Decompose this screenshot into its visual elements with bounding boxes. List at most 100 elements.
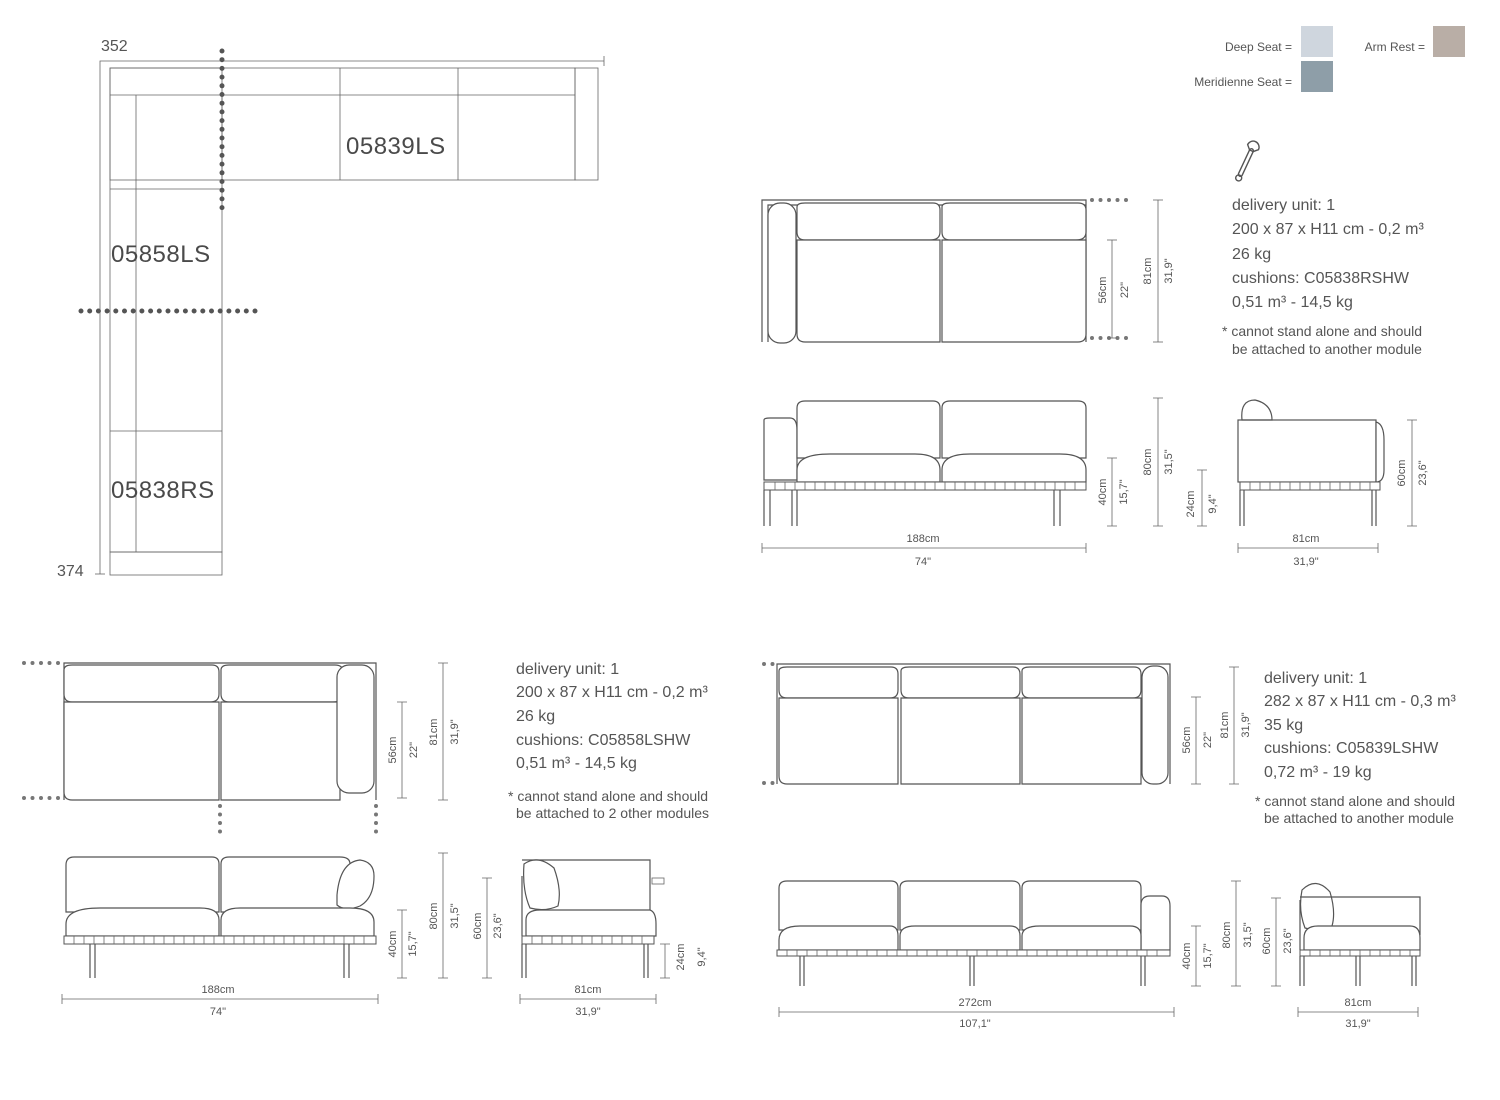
top-view-05839ls: 56cm 22" 81cm 31,9": [762, 662, 1252, 785]
dim-label: 81cm: [1293, 533, 1320, 545]
dim-label: 31,9": [575, 1006, 600, 1018]
note-line: * cannot stand alone and should: [508, 788, 708, 804]
spec-line: delivery unit: 1: [516, 661, 619, 678]
dim-label: 81cm: [1219, 712, 1231, 739]
dim-label: 56cm: [1097, 277, 1109, 304]
plan-arm-rest-bottom: [109, 551, 223, 576]
dim-label: 80cm: [1142, 449, 1154, 476]
dim-label: 80cm: [1221, 922, 1233, 949]
plan-module-code-middle: 05858LS: [111, 241, 211, 268]
wrench-icon: [1235, 140, 1260, 182]
legend-deep-seat-swatch: [1301, 26, 1333, 57]
dim-label: 60cm: [472, 913, 484, 940]
dim-label: 81cm: [575, 984, 602, 996]
spec-line: 35 kg: [1264, 717, 1303, 734]
spec-line: cushions: C05838RSHW: [1232, 270, 1410, 287]
dim-label: 81cm: [1345, 997, 1372, 1009]
front-view-05838rs: 40cm 15,7" 80cm 31,5" 24cm 9,4" 188cm 74…: [761, 397, 1219, 568]
dim-label: 23,6": [1282, 928, 1294, 953]
dim-label: 22": [1119, 282, 1131, 298]
dim-label: 22": [1202, 732, 1214, 748]
dim-label: 15,7": [1118, 479, 1130, 504]
spec-line: 0,51 m³ - 14,5 kg: [516, 755, 637, 772]
dim-label: 74": [915, 556, 931, 568]
spec-line: 200 x 87 x H11 cm - 0,2 m³: [516, 684, 708, 701]
note-line: be attached to another module: [1232, 341, 1422, 357]
dim-label: 107,1": [959, 1018, 991, 1030]
dim-label: 40cm: [387, 931, 399, 958]
note-line: * cannot stand alone and should: [1255, 793, 1455, 809]
dim-label: 31,9": [1293, 556, 1318, 568]
dim-label: 23,6": [492, 913, 504, 938]
side-view-05858ls: 24cm 9,4" 81cm 31,9": [519, 859, 708, 1018]
note-line: be attached to 2 other modules: [516, 805, 709, 821]
plan-view: 352 374 05839LS 05858LS 05838RS: [57, 38, 605, 580]
dim-label: 272cm: [958, 997, 991, 1009]
dim-label: 74": [210, 1006, 226, 1018]
dim-label: 24cm: [675, 944, 687, 971]
plan-module-code-top: 05839LS: [346, 133, 446, 160]
spec-line: delivery unit: 1: [1232, 197, 1335, 214]
plan-module-code-bottom: 05838RS: [111, 477, 215, 504]
side-view-05839ls: 81cm 31,9": [1297, 882, 1421, 1030]
plan-depth-label: 374: [57, 563, 84, 580]
dim-label: 40cm: [1097, 479, 1109, 506]
legend-arm-rest-swatch: [1433, 26, 1465, 57]
dim-label: 81cm: [1142, 258, 1154, 285]
dim-label: 9,4": [696, 947, 708, 966]
spec-line: cushions: C05858LSHW: [516, 732, 691, 749]
spec-line: 200 x 87 x H11 cm - 0,2 m³: [1232, 221, 1424, 238]
top-view-05838rs: 56cm 22" 81cm 31,9": [761, 198, 1175, 344]
legend-arm-rest-label: Arm Rest =: [1365, 40, 1425, 54]
dim-label: 81cm: [428, 719, 440, 746]
module-05858ls: delivery unit: 1 200 x 87 x H11 cm - 0,2…: [22, 661, 709, 1018]
spec-line: 0,51 m³ - 14,5 kg: [1232, 294, 1353, 311]
plan-arm-rest-right: [574, 67, 599, 181]
spec-line: 282 x 87 x H11 cm - 0,3 m³: [1264, 693, 1456, 710]
spec-block-05839ls: delivery unit: 1 282 x 87 x H11 cm - 0,3…: [1255, 670, 1456, 826]
dim-label: 15,7": [407, 931, 419, 956]
spec-line: delivery unit: 1: [1264, 670, 1367, 687]
plan-width-label: 352: [101, 38, 128, 55]
dim-label: 31,9": [1345, 1018, 1370, 1030]
dim-label: 40cm: [1181, 943, 1193, 970]
dim-label: 31,5": [1163, 449, 1175, 474]
spec-line: cushions: C05839LSHW: [1264, 740, 1439, 757]
dim-label: 31,9": [449, 719, 461, 744]
module-05839ls: delivery unit: 1 282 x 87 x H11 cm - 0,3…: [762, 662, 1456, 1030]
dim-label: 80cm: [428, 903, 440, 930]
spec-line: 26 kg: [516, 708, 555, 725]
dim-label: 31,9": [1163, 258, 1175, 283]
dim-label: 22": [408, 742, 420, 758]
legend-deep-seat-label: Deep Seat =: [1225, 40, 1292, 54]
note-line: * cannot stand alone and should: [1222, 323, 1422, 339]
legend-meridienne-seat-label: Meridienne Seat =: [1194, 75, 1292, 89]
plan-top-module: [109, 67, 576, 181]
dim-label: 31,5": [449, 903, 461, 928]
note-line: be attached to another module: [1264, 810, 1454, 826]
dim-label: 15,7": [1202, 943, 1214, 968]
spec-block-05838rs: delivery unit: 1 200 x 87 x H11 cm - 0,2…: [1222, 197, 1424, 357]
spec-block-05858ls: delivery unit: 1 200 x 87 x H11 cm - 0,2…: [508, 661, 709, 821]
dim-label: 60cm: [1261, 928, 1273, 955]
module-05838rs: delivery unit: 1 200 x 87 x H11 cm - 0,2…: [761, 140, 1429, 568]
front-view-05858ls: 40cm 15,7" 80cm 31,5" 60cm 23,6" 188cm 7…: [61, 852, 504, 1018]
dim-label: 60cm: [1396, 460, 1408, 487]
dim-label: 24cm: [1185, 491, 1197, 518]
spec-line: 26 kg: [1232, 246, 1271, 263]
dim-label: 31,5": [1242, 922, 1254, 947]
plan-dimension-lines: [99, 60, 604, 574]
side-view-05838rs: 60cm 23,6" 81cm 31,9": [1237, 399, 1429, 568]
spec-line: 0,72 m³ - 19 kg: [1264, 764, 1372, 781]
top-view-05858ls: 56cm 22" 81cm 31,9": [22, 661, 461, 840]
dim-label: 188cm: [201, 984, 234, 996]
dim-label: 188cm: [906, 533, 939, 545]
front-view-05839ls: 40cm 15,7" 80cm 31,5" 60cm 23,6" 272cm 1…: [776, 880, 1294, 1030]
dim-label: 56cm: [1181, 727, 1193, 754]
dim-label: 31,9": [1240, 712, 1252, 737]
dim-label: 9,4": [1207, 494, 1219, 513]
legend-meridienne-seat-swatch: [1301, 61, 1333, 92]
dim-label: 56cm: [387, 737, 399, 764]
legend: Deep Seat = Meridienne Seat = Arm Rest =: [1194, 26, 1465, 92]
